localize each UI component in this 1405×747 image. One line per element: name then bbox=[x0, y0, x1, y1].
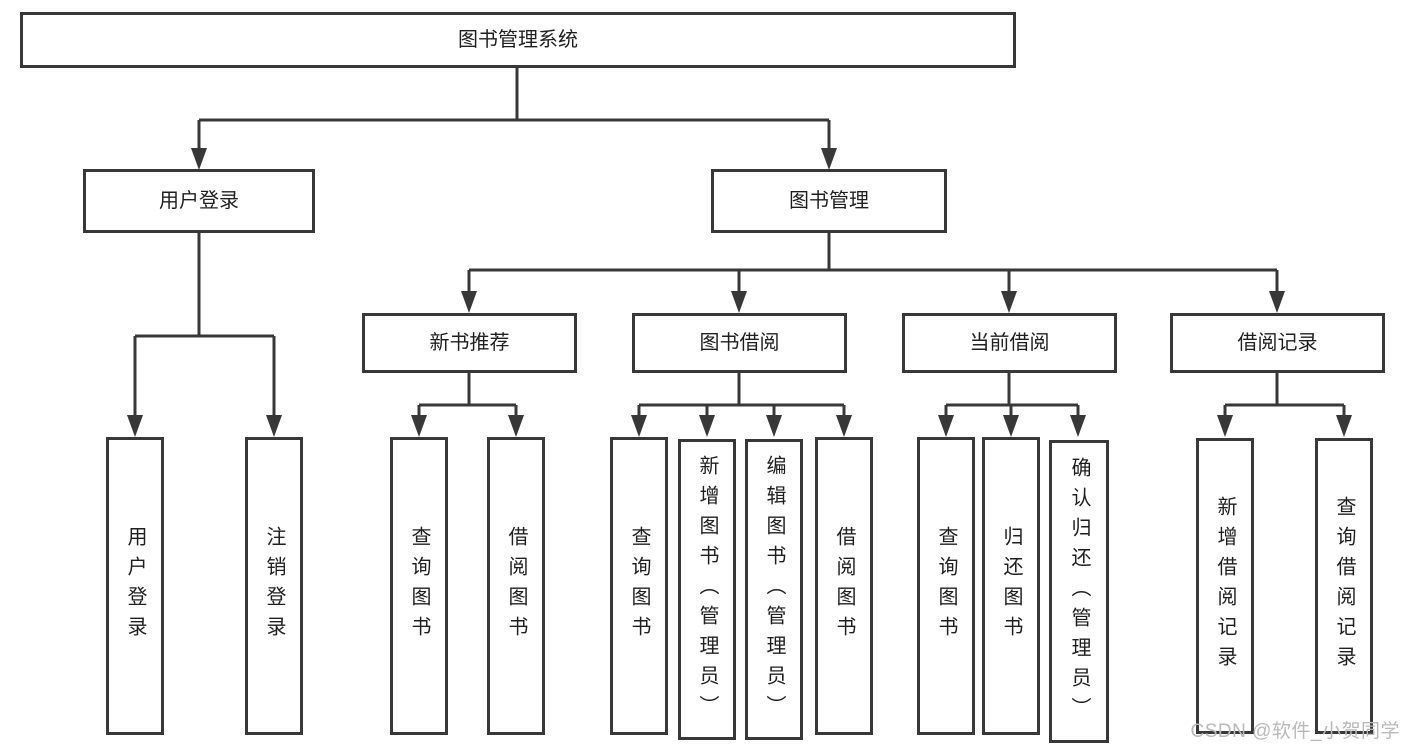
node-user-login: 用户登录 bbox=[83, 169, 315, 233]
arrow-down-icon bbox=[411, 415, 427, 437]
arrow-down-icon bbox=[836, 415, 852, 437]
arrow-down-icon bbox=[191, 148, 207, 170]
arrow-down-icon bbox=[938, 415, 954, 437]
connector-bookmgmt-to-level3 bbox=[467, 233, 1279, 295]
leaf-query-books-borrow: 查询图书 bbox=[610, 437, 668, 735]
connector-root-to-level2 bbox=[197, 67, 831, 152]
arrow-down-icon bbox=[1070, 415, 1086, 437]
node-book-borrow: 图书借阅 bbox=[632, 313, 847, 373]
leaf-query-borrow-record: 查询借阅记录 bbox=[1315, 438, 1373, 734]
node-book-management: 图书管理 bbox=[711, 169, 947, 233]
arrow-down-icon bbox=[699, 415, 715, 437]
node-library-management-system: 图书管理系统 bbox=[20, 12, 1016, 68]
leaf-borrow-books-borrow: 借阅图书 bbox=[815, 437, 873, 735]
leaf-query-books-current: 查询图书 bbox=[917, 437, 975, 735]
leaf-add-book-admin: 新增图书（管理员） bbox=[678, 439, 736, 740]
connector-borrow-to-leaves bbox=[637, 373, 846, 419]
leaf-confirm-return-admin: 确认归还（管理员） bbox=[1049, 440, 1109, 743]
connector-recommend-to-leaves bbox=[417, 373, 518, 419]
node-new-book-recommend: 新书推荐 bbox=[362, 313, 577, 373]
csdn-watermark: CSDN @软件_小贺同学 bbox=[1190, 721, 1400, 742]
connector-userlogin-to-leaves bbox=[133, 233, 276, 419]
connector-current-to-leaves bbox=[944, 373, 1080, 419]
leaf-borrow-books-recommend: 借阅图书 bbox=[487, 437, 545, 735]
arrow-down-icon bbox=[1001, 291, 1017, 313]
node-current-borrow: 当前借阅 bbox=[902, 313, 1117, 373]
leaf-user-login: 用户登录 bbox=[106, 437, 164, 735]
arrow-down-icon bbox=[1269, 291, 1285, 313]
arrow-down-icon bbox=[1217, 415, 1233, 437]
arrow-down-icon bbox=[127, 415, 143, 437]
leaf-return-book: 归还图书 bbox=[982, 437, 1040, 735]
node-borrow-records: 借阅记录 bbox=[1170, 313, 1385, 373]
connector-records-to-leaves bbox=[1223, 373, 1346, 419]
leaf-add-borrow-record: 新增借阅记录 bbox=[1196, 438, 1254, 734]
arrow-down-icon bbox=[508, 415, 524, 437]
leaf-query-books-recommend: 查询图书 bbox=[390, 437, 448, 735]
arrow-down-icon bbox=[731, 291, 747, 313]
arrow-down-icon bbox=[821, 148, 837, 170]
arrow-down-icon bbox=[766, 415, 782, 437]
arrow-down-icon bbox=[1003, 415, 1019, 437]
arrow-down-icon bbox=[1336, 415, 1352, 437]
leaf-edit-book-admin: 编辑图书（管理员） bbox=[745, 439, 803, 740]
arrow-down-icon bbox=[631, 415, 647, 437]
leaf-logout: 注销登录 bbox=[245, 437, 303, 735]
arrow-down-icon bbox=[461, 291, 477, 313]
arrow-down-icon bbox=[266, 415, 282, 437]
